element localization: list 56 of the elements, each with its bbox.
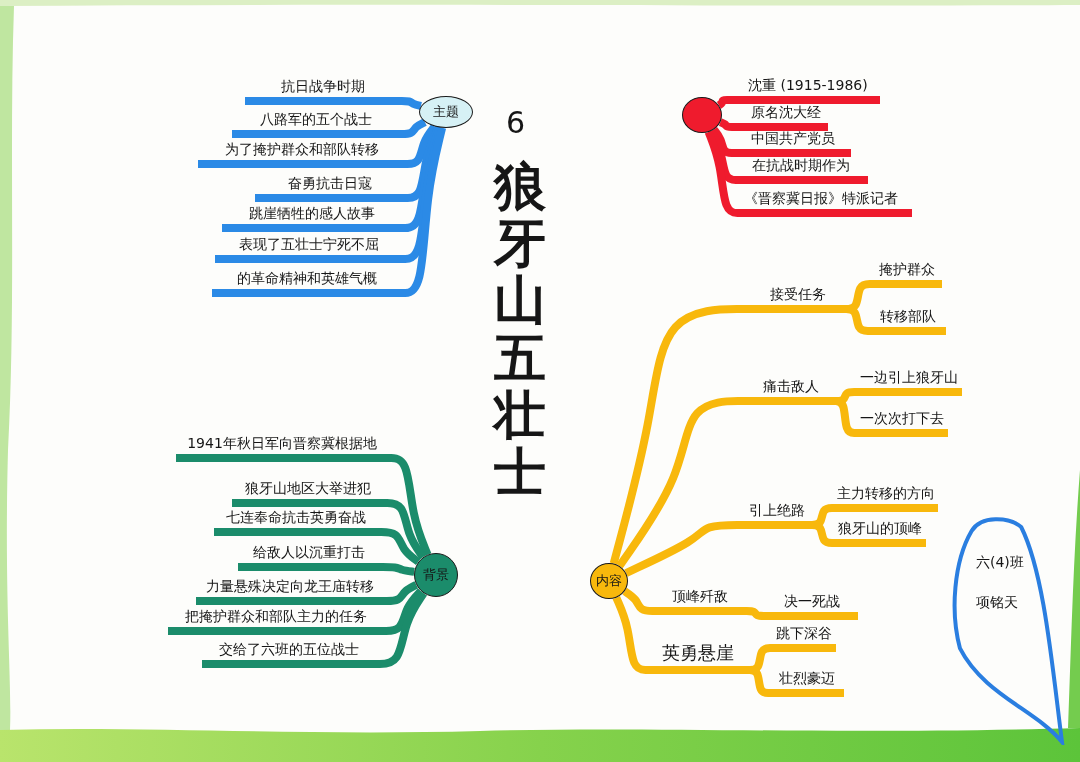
branch-label: 给敌人以沉重打击 (238, 543, 380, 571)
branch-label: 顶峰歼敌 (655, 587, 745, 615)
branch-line (398, 118, 428, 138)
branch-line (717, 118, 736, 131)
branch-label: 力量悬殊决定向龙王庙转移 (196, 577, 384, 605)
branch-label: 转移部队 (870, 307, 946, 335)
topic-bubble: 主题 (419, 96, 473, 128)
branch-line (377, 528, 421, 566)
branch-label: 一边引上狼牙山 (856, 368, 962, 396)
branch-label: 壮烈豪迈 (770, 669, 844, 697)
branch-label: 决一死战 (766, 592, 858, 620)
branch-line (397, 97, 424, 110)
branch-label: 跳崖牺牲的感人故事 (222, 204, 402, 232)
note-text: 项铭天 (976, 593, 1018, 611)
branch-line (622, 587, 657, 615)
branch-line (378, 563, 416, 576)
branch-label: 为了掩护群众和部队转移 (198, 140, 405, 168)
branch-label: 的革命精神和英雄气概 (212, 269, 402, 297)
branch-label: 在抗战时期作为 (738, 156, 868, 184)
branch-label: 七连奉命抗击英勇奋战 (214, 508, 378, 536)
branch-label: 痛击敌人 (748, 377, 834, 405)
branch-label: 奋勇抗击日寇 (255, 174, 405, 202)
branch-label: 1941年秋日军向晋察冀根据地 (176, 434, 388, 462)
note-text: 六(4)班 (976, 553, 1024, 571)
branch-line (382, 581, 419, 605)
branch-label: 掩护群众 (872, 260, 942, 288)
branch-label: 引上绝路 (744, 501, 810, 529)
branch-label: 中国共产党员 (733, 129, 851, 157)
branch-label: 跳下深谷 (772, 624, 836, 652)
branch-label: 英勇悬崖 (648, 641, 748, 674)
branch-label: 把掩护群众和部队主力的任务 (168, 607, 383, 635)
branch-line (715, 96, 731, 109)
branch-label: 八路军的五个战士 (232, 110, 400, 138)
hub-circle (682, 97, 722, 133)
branch-label: 原名沈大经 (733, 103, 828, 131)
branch-label: 狼牙山的顶峰 (834, 519, 926, 547)
branch-line (742, 607, 769, 620)
branch-line (387, 454, 432, 557)
branch-label: 沈重 (1915-1986) (728, 76, 880, 104)
number-label: 6 (506, 108, 526, 138)
branch-label: 抗日战争时期 (245, 77, 400, 105)
branch-label: 《晋察冀日报》特派记者 (740, 189, 912, 217)
branch-label: 一次次打下去 (856, 409, 948, 437)
branch-label: 接受任务 (752, 285, 844, 313)
title-text: 狼牙山五壮士 (494, 158, 546, 502)
branch-line (383, 499, 427, 560)
branch-label: 狼牙山地区大举进犯 (232, 479, 384, 507)
branch-line (831, 397, 859, 437)
topic-bubble: 内容 (590, 563, 628, 599)
topic-bubble: 背景 (414, 553, 458, 597)
branch-label: 交给了六班的五位战士 (202, 640, 376, 668)
branch-label: 表现了五壮士宁死不屈 (215, 235, 402, 263)
branch-line (704, 130, 742, 217)
branch-label: 主力转移的方向 (834, 484, 938, 512)
branch-line (401, 126, 447, 297)
branch-line (612, 596, 650, 674)
